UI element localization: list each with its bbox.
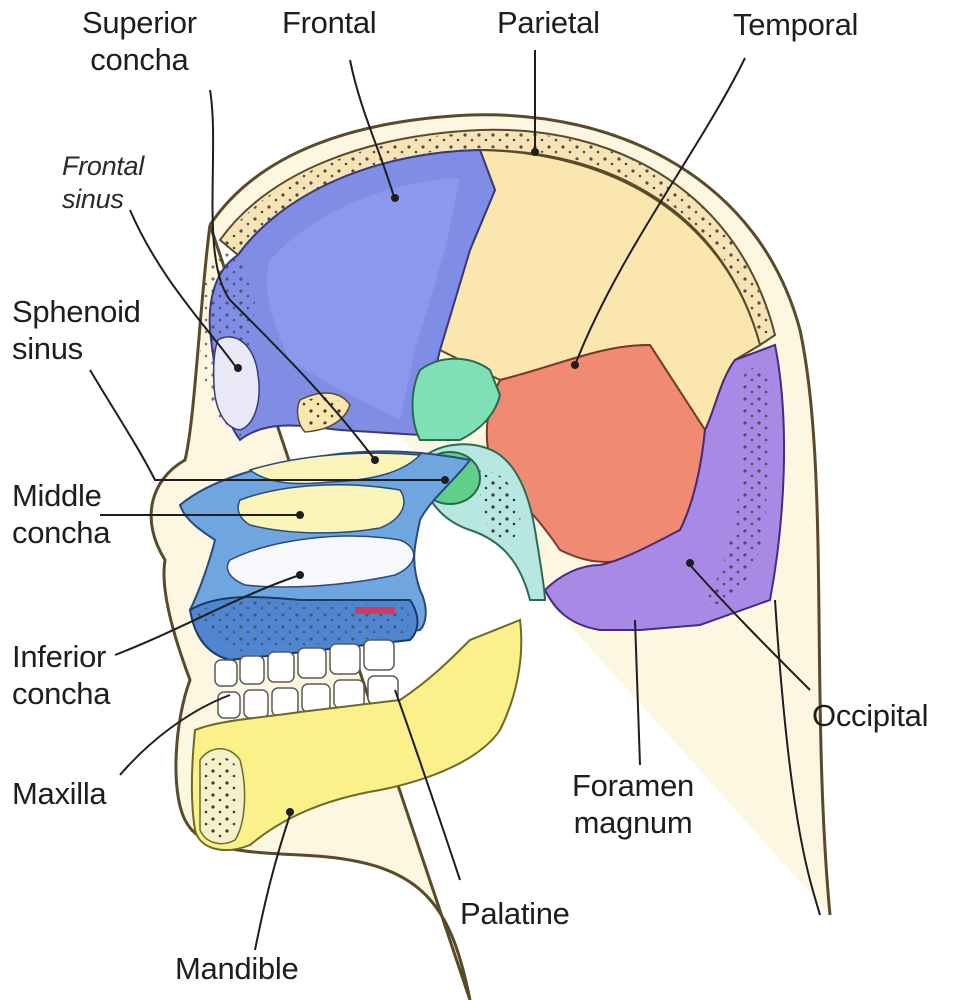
label-frontal: Frontal xyxy=(282,5,377,40)
frontal-bone-highlight xyxy=(266,178,460,420)
label-dots xyxy=(234,148,694,816)
mandible-bone xyxy=(190,618,523,851)
lower-teeth xyxy=(217,675,399,719)
label-maxilla: Maxilla xyxy=(12,776,107,811)
label-foramen-magnum: Foramen magnum xyxy=(572,768,694,840)
label-inferior-concha: Inferior concha xyxy=(12,639,111,711)
label-occipital: Occipital xyxy=(812,698,929,733)
label-frontal-sinus: Frontal sinus xyxy=(62,151,144,214)
label-temporal: Temporal xyxy=(733,7,859,42)
frontal-sinus xyxy=(212,336,260,431)
maxilla-dots xyxy=(195,601,410,652)
occipital-bone xyxy=(543,343,786,631)
inferior-concha-shape xyxy=(226,535,415,588)
ethmoid-dots xyxy=(302,397,346,428)
leader-lines xyxy=(89,50,821,951)
palatine-mark xyxy=(355,607,395,614)
upper-teeth xyxy=(214,639,395,687)
label-palatine: Palatine xyxy=(460,896,570,931)
middle-concha-shape xyxy=(237,484,405,534)
label-sphenoid-sinus: Sphenoid sinus xyxy=(12,294,141,366)
mandible-dots xyxy=(204,757,240,839)
label-mandible: Mandible xyxy=(175,951,299,986)
label-middle-concha: Middle concha xyxy=(12,478,111,550)
sphenoid-sinus-dots xyxy=(479,470,521,541)
sphenoid-bone xyxy=(411,357,502,441)
occipital-bone-dots xyxy=(700,366,772,610)
label-parietal: Parietal xyxy=(497,5,600,40)
label-superior-concha: Superior concha xyxy=(82,5,197,77)
